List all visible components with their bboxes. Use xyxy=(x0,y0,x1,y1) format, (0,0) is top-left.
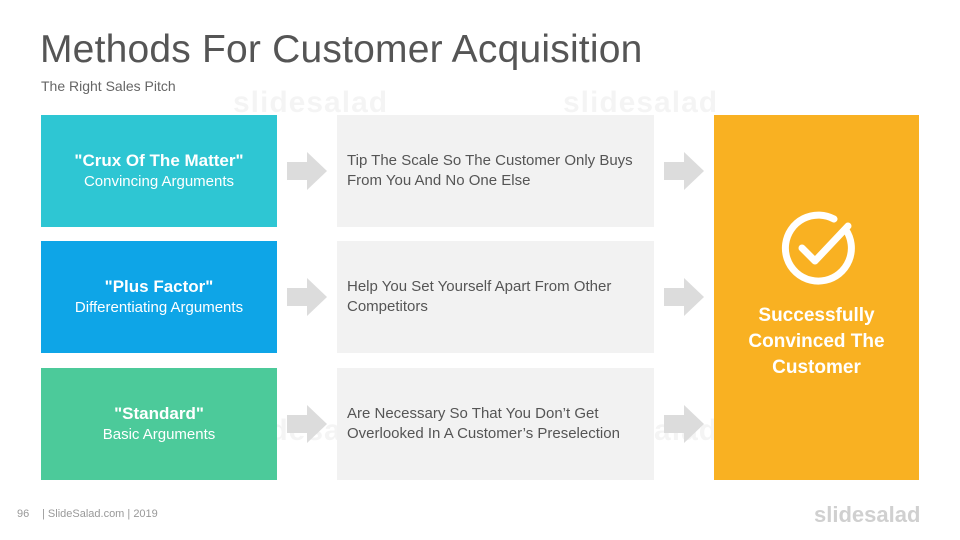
brand-logo: slidesalad xyxy=(814,502,921,527)
description-text: Tip The Scale So The Customer Only Buys … xyxy=(347,152,633,189)
argument-box-crux: "Crux Of The Matter" Convincing Argument… xyxy=(41,115,277,227)
argument-box-plus-factor: "Plus Factor" Differentiating Arguments xyxy=(41,241,277,353)
arrow-right-icon xyxy=(664,405,704,443)
description-text: Are Necessary So That You Don’t Get Over… xyxy=(347,405,620,442)
description-box: Are Necessary So That You Don’t Get Over… xyxy=(337,368,654,480)
argument-subtitle: Basic Arguments xyxy=(102,426,216,443)
arrow-right-icon xyxy=(664,278,704,316)
result-box: Successfully Convinced The Customer xyxy=(714,115,919,480)
result-text: Successfully Convinced The Customer xyxy=(748,305,885,378)
arrow-right-icon xyxy=(287,278,327,316)
arrow-right-icon xyxy=(287,405,327,443)
description-text: Help You Set Yourself Apart From Other C… xyxy=(347,278,612,315)
argument-subtitle: Differentiating Arguments xyxy=(74,299,244,316)
arrow-right-icon xyxy=(664,152,704,190)
argument-title: "Crux Of The Matter" xyxy=(74,151,244,170)
argument-box-standard: "Standard" Basic Arguments xyxy=(41,368,277,480)
watermark: slidesalad xyxy=(563,86,718,120)
description-box: Tip The Scale So The Customer Only Buys … xyxy=(337,115,654,227)
watermark: slidesalad xyxy=(233,86,388,120)
argument-subtitle: Convincing Arguments xyxy=(83,173,235,190)
argument-title: "Plus Factor" xyxy=(104,277,214,296)
slide-subtitle: The Right Sales Pitch xyxy=(41,78,176,94)
argument-title: "Standard" xyxy=(114,404,204,423)
slide-title: Methods For Customer Acquisition xyxy=(40,28,643,71)
arrow-right-icon xyxy=(287,152,327,190)
check-circle-icon xyxy=(781,211,855,285)
page-number: 96 xyxy=(17,508,30,520)
footer-text: | SlideSalad.com | 2019 xyxy=(42,508,158,520)
description-box: Help You Set Yourself Apart From Other C… xyxy=(337,241,654,353)
